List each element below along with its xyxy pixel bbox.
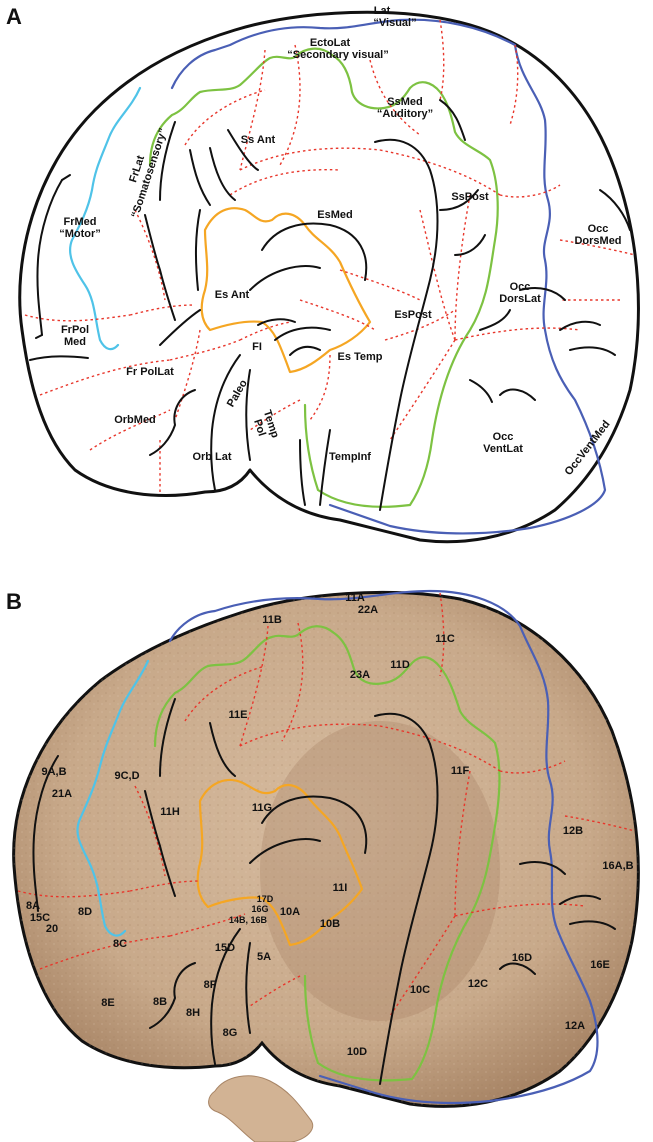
label-8a: 8A bbox=[26, 900, 40, 912]
brainstem bbox=[209, 1076, 313, 1142]
label-orb-lat: Orb Lat bbox=[192, 451, 231, 463]
label-8b: 8B bbox=[153, 996, 167, 1008]
label-frpol-med-1: FrPol bbox=[61, 324, 89, 336]
label-occ-ventlat-1: Occ bbox=[493, 431, 514, 443]
label-8g: 8G bbox=[223, 1027, 238, 1039]
label-16ab: 16A,B bbox=[602, 860, 633, 872]
label-8f: 8F bbox=[204, 979, 217, 991]
label-23a: 23A bbox=[350, 669, 370, 681]
label-11g: 11G bbox=[252, 802, 272, 814]
svg-text:OccDorsLat: OccDorsLat bbox=[499, 281, 541, 305]
label-10b: 10B bbox=[320, 918, 340, 930]
label-frmed-2: “Motor” bbox=[59, 228, 101, 240]
label-15d: 15D bbox=[215, 942, 235, 954]
label-11b: 11B bbox=[262, 614, 282, 626]
label-16d: 16D bbox=[512, 952, 532, 964]
label-ssmed-1: SsMed bbox=[387, 96, 422, 108]
label-orbmed: OrbMed bbox=[114, 414, 156, 426]
label-8h: 8H bbox=[186, 1007, 200, 1019]
label-occ-dorslat-2: DorsLat bbox=[499, 293, 541, 305]
panel-b-photo: 11A 22A 11B 11C 23A 11D 11E 9A,B 9C,D 21… bbox=[0, 571, 653, 1142]
label-frmed-1: FrMed bbox=[64, 216, 97, 228]
label-fi: FI bbox=[252, 341, 262, 353]
label-5a: 5A bbox=[257, 951, 271, 963]
panel-a-diagram: Lat“Visual” EctoLat“Secondary visual” Ss… bbox=[0, 0, 653, 571]
label-8d: 8D bbox=[78, 906, 92, 918]
label-11e: 11E bbox=[229, 709, 248, 721]
svg-text:OccDorsMed: OccDorsMed bbox=[574, 223, 621, 247]
label-17d: 17D bbox=[257, 894, 274, 904]
label-espost: EsPost bbox=[394, 309, 432, 321]
label-9cd: 9C,D bbox=[114, 770, 139, 782]
label-ssmed-2: “Auditory” bbox=[377, 108, 433, 120]
label-10d: 10D bbox=[347, 1046, 367, 1058]
svg-text:EctoLat“Secondary visual”: EctoLat“Secondary visual” bbox=[287, 37, 389, 61]
label-occ-dorsmed-1: Occ bbox=[588, 223, 609, 235]
label-es-temp: Es Temp bbox=[337, 351, 382, 363]
label-11i: 11I bbox=[333, 882, 348, 894]
label-fr-pollat: Fr PolLat bbox=[126, 366, 174, 378]
svg-text:TempPol: TempPol bbox=[249, 409, 281, 444]
label-11d: 11D bbox=[390, 659, 410, 671]
label-22a: 22A bbox=[358, 604, 378, 616]
label-12c: 12C bbox=[468, 978, 488, 990]
label-20: 20 bbox=[46, 923, 58, 935]
label-esmed: EsMed bbox=[317, 209, 352, 221]
label-ectolat-1: EctoLat bbox=[310, 37, 351, 49]
sulci bbox=[30, 100, 630, 510]
label-lat-visual-1: Lat bbox=[374, 5, 391, 17]
label-12b: 12B bbox=[563, 825, 583, 837]
label-sspost: SsPost bbox=[451, 191, 489, 203]
label-10c: 10C bbox=[410, 984, 430, 996]
svg-text:Lat“Visual”: Lat“Visual” bbox=[373, 5, 416, 29]
label-occ-dorsmed-2: DorsMed bbox=[574, 235, 621, 247]
svg-text:OccVentLat: OccVentLat bbox=[483, 431, 523, 455]
svg-text:FrPolMed: FrPolMed bbox=[61, 324, 89, 348]
panel-a: A bbox=[0, 0, 653, 571]
secondary-boundary bbox=[150, 49, 498, 507]
label-14b-16b: 14B, 16B bbox=[229, 915, 268, 925]
label-8e: 8E bbox=[101, 997, 114, 1009]
label-frpol-med-2: Med bbox=[64, 336, 86, 348]
label-11a: 11A bbox=[345, 592, 365, 604]
label-11h: 11H bbox=[160, 806, 180, 818]
label-16g: 16G bbox=[251, 904, 268, 914]
label-es-ant: Es Ant bbox=[215, 289, 250, 301]
label-lat-visual-2: “Visual” bbox=[373, 17, 416, 29]
label-tempinf: TempInf bbox=[329, 451, 371, 463]
label-11f: 11F bbox=[451, 765, 470, 777]
label-12a: 12A bbox=[565, 1020, 585, 1032]
label-9ab: 9A,B bbox=[41, 766, 66, 778]
label-8c: 8C bbox=[113, 938, 127, 950]
label-occ-dorslat-1: Occ bbox=[510, 281, 531, 293]
svg-text:SsMed“Auditory”: SsMed“Auditory” bbox=[377, 96, 433, 120]
label-occ-ventlat-2: VentLat bbox=[483, 443, 523, 455]
label-16e: 16E bbox=[590, 959, 610, 971]
label-11c: 11C bbox=[435, 633, 455, 645]
label-ectolat-2: “Secondary visual” bbox=[287, 49, 389, 61]
label-21a: 21A bbox=[52, 788, 72, 800]
label-ss-ant: Ss Ant bbox=[241, 134, 276, 146]
svg-text:FrMed“Motor”: FrMed“Motor” bbox=[59, 216, 101, 240]
panel-b: B bbox=[0, 571, 653, 1142]
label-10a: 10A bbox=[280, 906, 300, 918]
region-labels: Lat“Visual” EctoLat“Secondary visual” Ss… bbox=[59, 5, 621, 478]
